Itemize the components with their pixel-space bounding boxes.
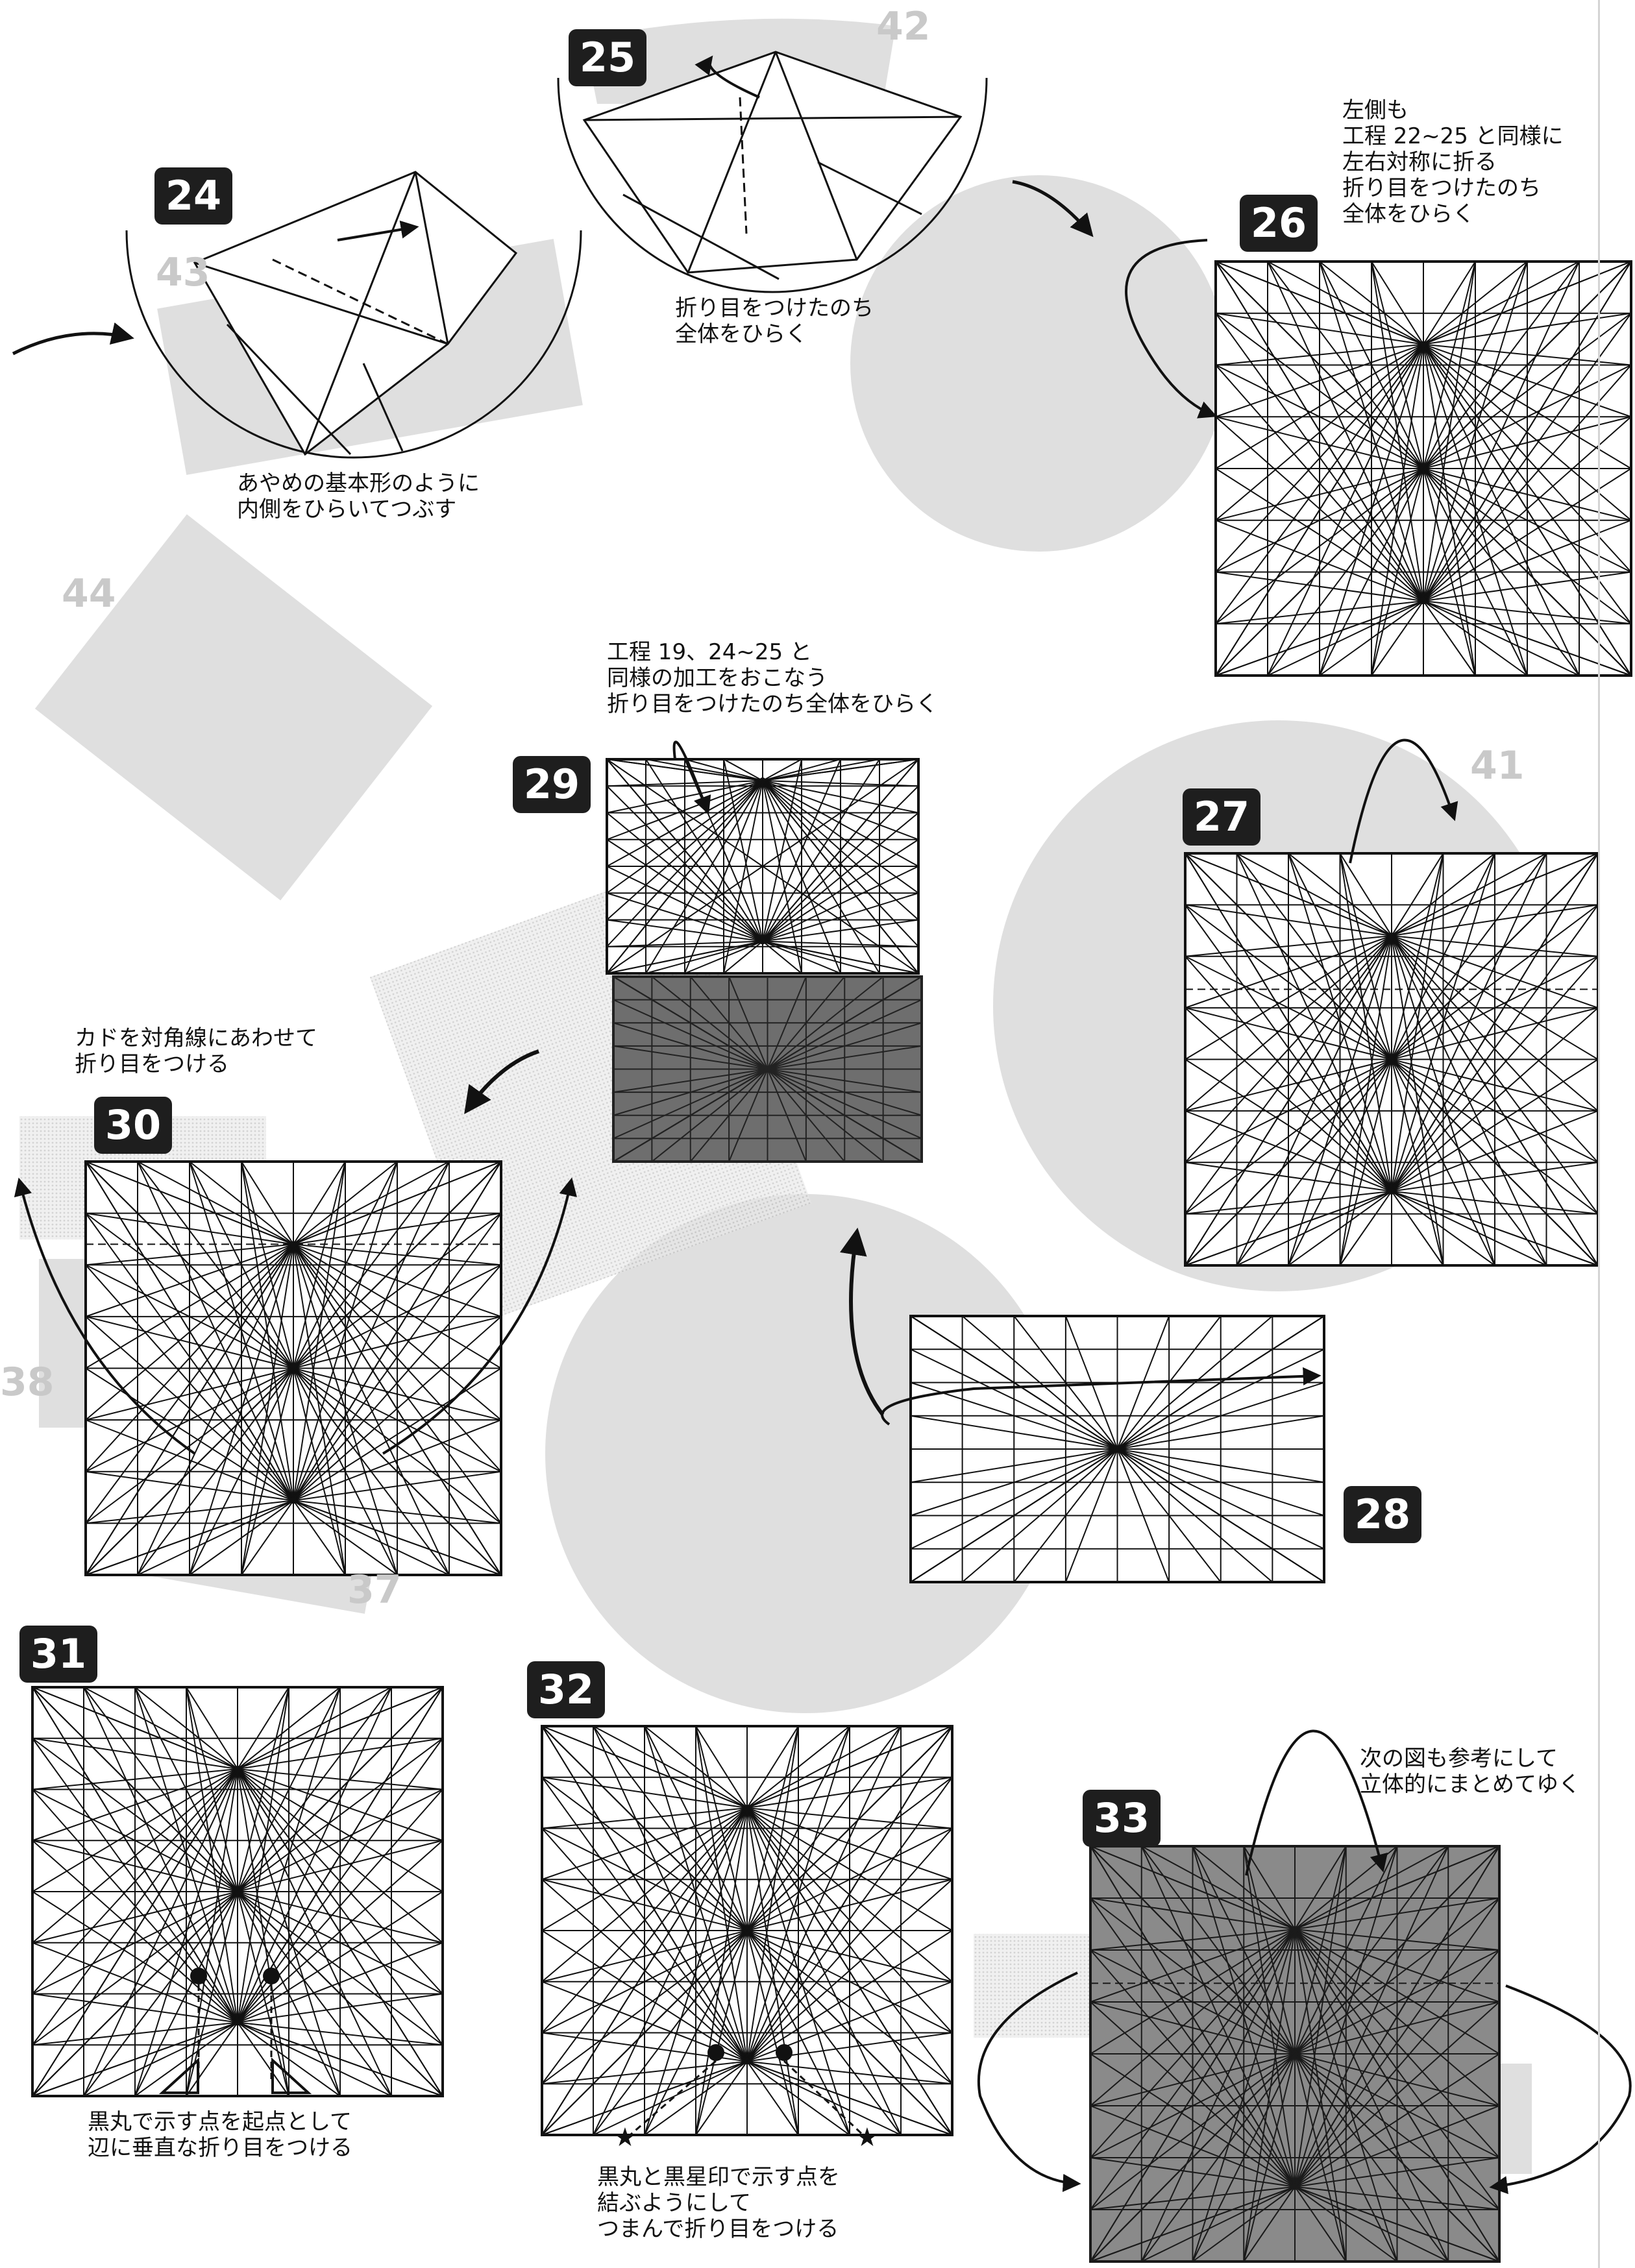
- step-badge-31: 31: [19, 1626, 97, 1683]
- step-31-caption: 黒丸で示す点を起点として 辺に垂直な折り目をつける: [88, 2109, 352, 2161]
- step-32-crease-square: [542, 1726, 952, 2135]
- step-badge-28: 28: [1344, 1486, 1421, 1543]
- step-30-crease-square: [86, 1162, 501, 1575]
- ghost-page-number: 43: [156, 250, 210, 295]
- step-27-crease-square: [1185, 853, 1598, 1265]
- star-marker: ★: [613, 2123, 637, 2152]
- ghost-page-number: 38: [0, 1360, 55, 1405]
- step-badge-32: 32: [527, 1661, 605, 1718]
- point-marker: [263, 1968, 280, 1984]
- step-29-crease-square: [607, 759, 922, 1162]
- step-badge-30: 30: [94, 1097, 172, 1154]
- step-24-caption: あやめの基本形のように 内側をひらいてつぶす: [237, 470, 480, 522]
- ghost-page-number: 42: [876, 4, 931, 49]
- point-marker: [190, 1968, 207, 1984]
- step-33-crease-square: [1090, 1846, 1499, 2262]
- step-29-caption: 工程 19、24~25 と 同様の加工をおこなう 折り目をつけたのち全体をひらく: [607, 639, 938, 717]
- star-marker: ★: [855, 2123, 879, 2152]
- step-25-caption: 折り目をつけたのち 全体をひらく: [675, 295, 874, 347]
- ghost-page-number: 37: [347, 1567, 402, 1613]
- step-32-caption: 黒丸と黒星印で示す点を 結ぶようにして つまんで折り目をつける: [597, 2164, 840, 2242]
- point-marker: [707, 2044, 724, 2061]
- step-26-crease-square: [1216, 262, 1631, 676]
- step-26-caption: 左側も 工程 22~25 と同様に 左右対称に折る 折り目をつけたのち 全体をひ…: [1342, 97, 1564, 227]
- step-badge-33: 33: [1083, 1790, 1161, 1847]
- step-badge-29: 29: [513, 756, 591, 813]
- step-badge-26: 26: [1240, 195, 1318, 252]
- step-30-caption: カドを対角線にあわせて 折り目をつける: [75, 1025, 317, 1077]
- step-33-caption: 次の図も参考にして 立体的にまとめてゆく: [1360, 1746, 1580, 1798]
- ghost-page-number: 44: [62, 571, 116, 616]
- step-badge-27: 27: [1183, 788, 1260, 846]
- point-marker: [776, 2044, 793, 2061]
- page-gutter-line: [1598, 0, 1600, 2268]
- step-28-crease-square: [911, 1316, 1324, 1582]
- ghost-page-number: 41: [1470, 743, 1525, 788]
- step-badge-25: 25: [569, 29, 646, 86]
- step-badge-24: 24: [154, 167, 232, 225]
- step-31-crease-square: [32, 1687, 443, 2096]
